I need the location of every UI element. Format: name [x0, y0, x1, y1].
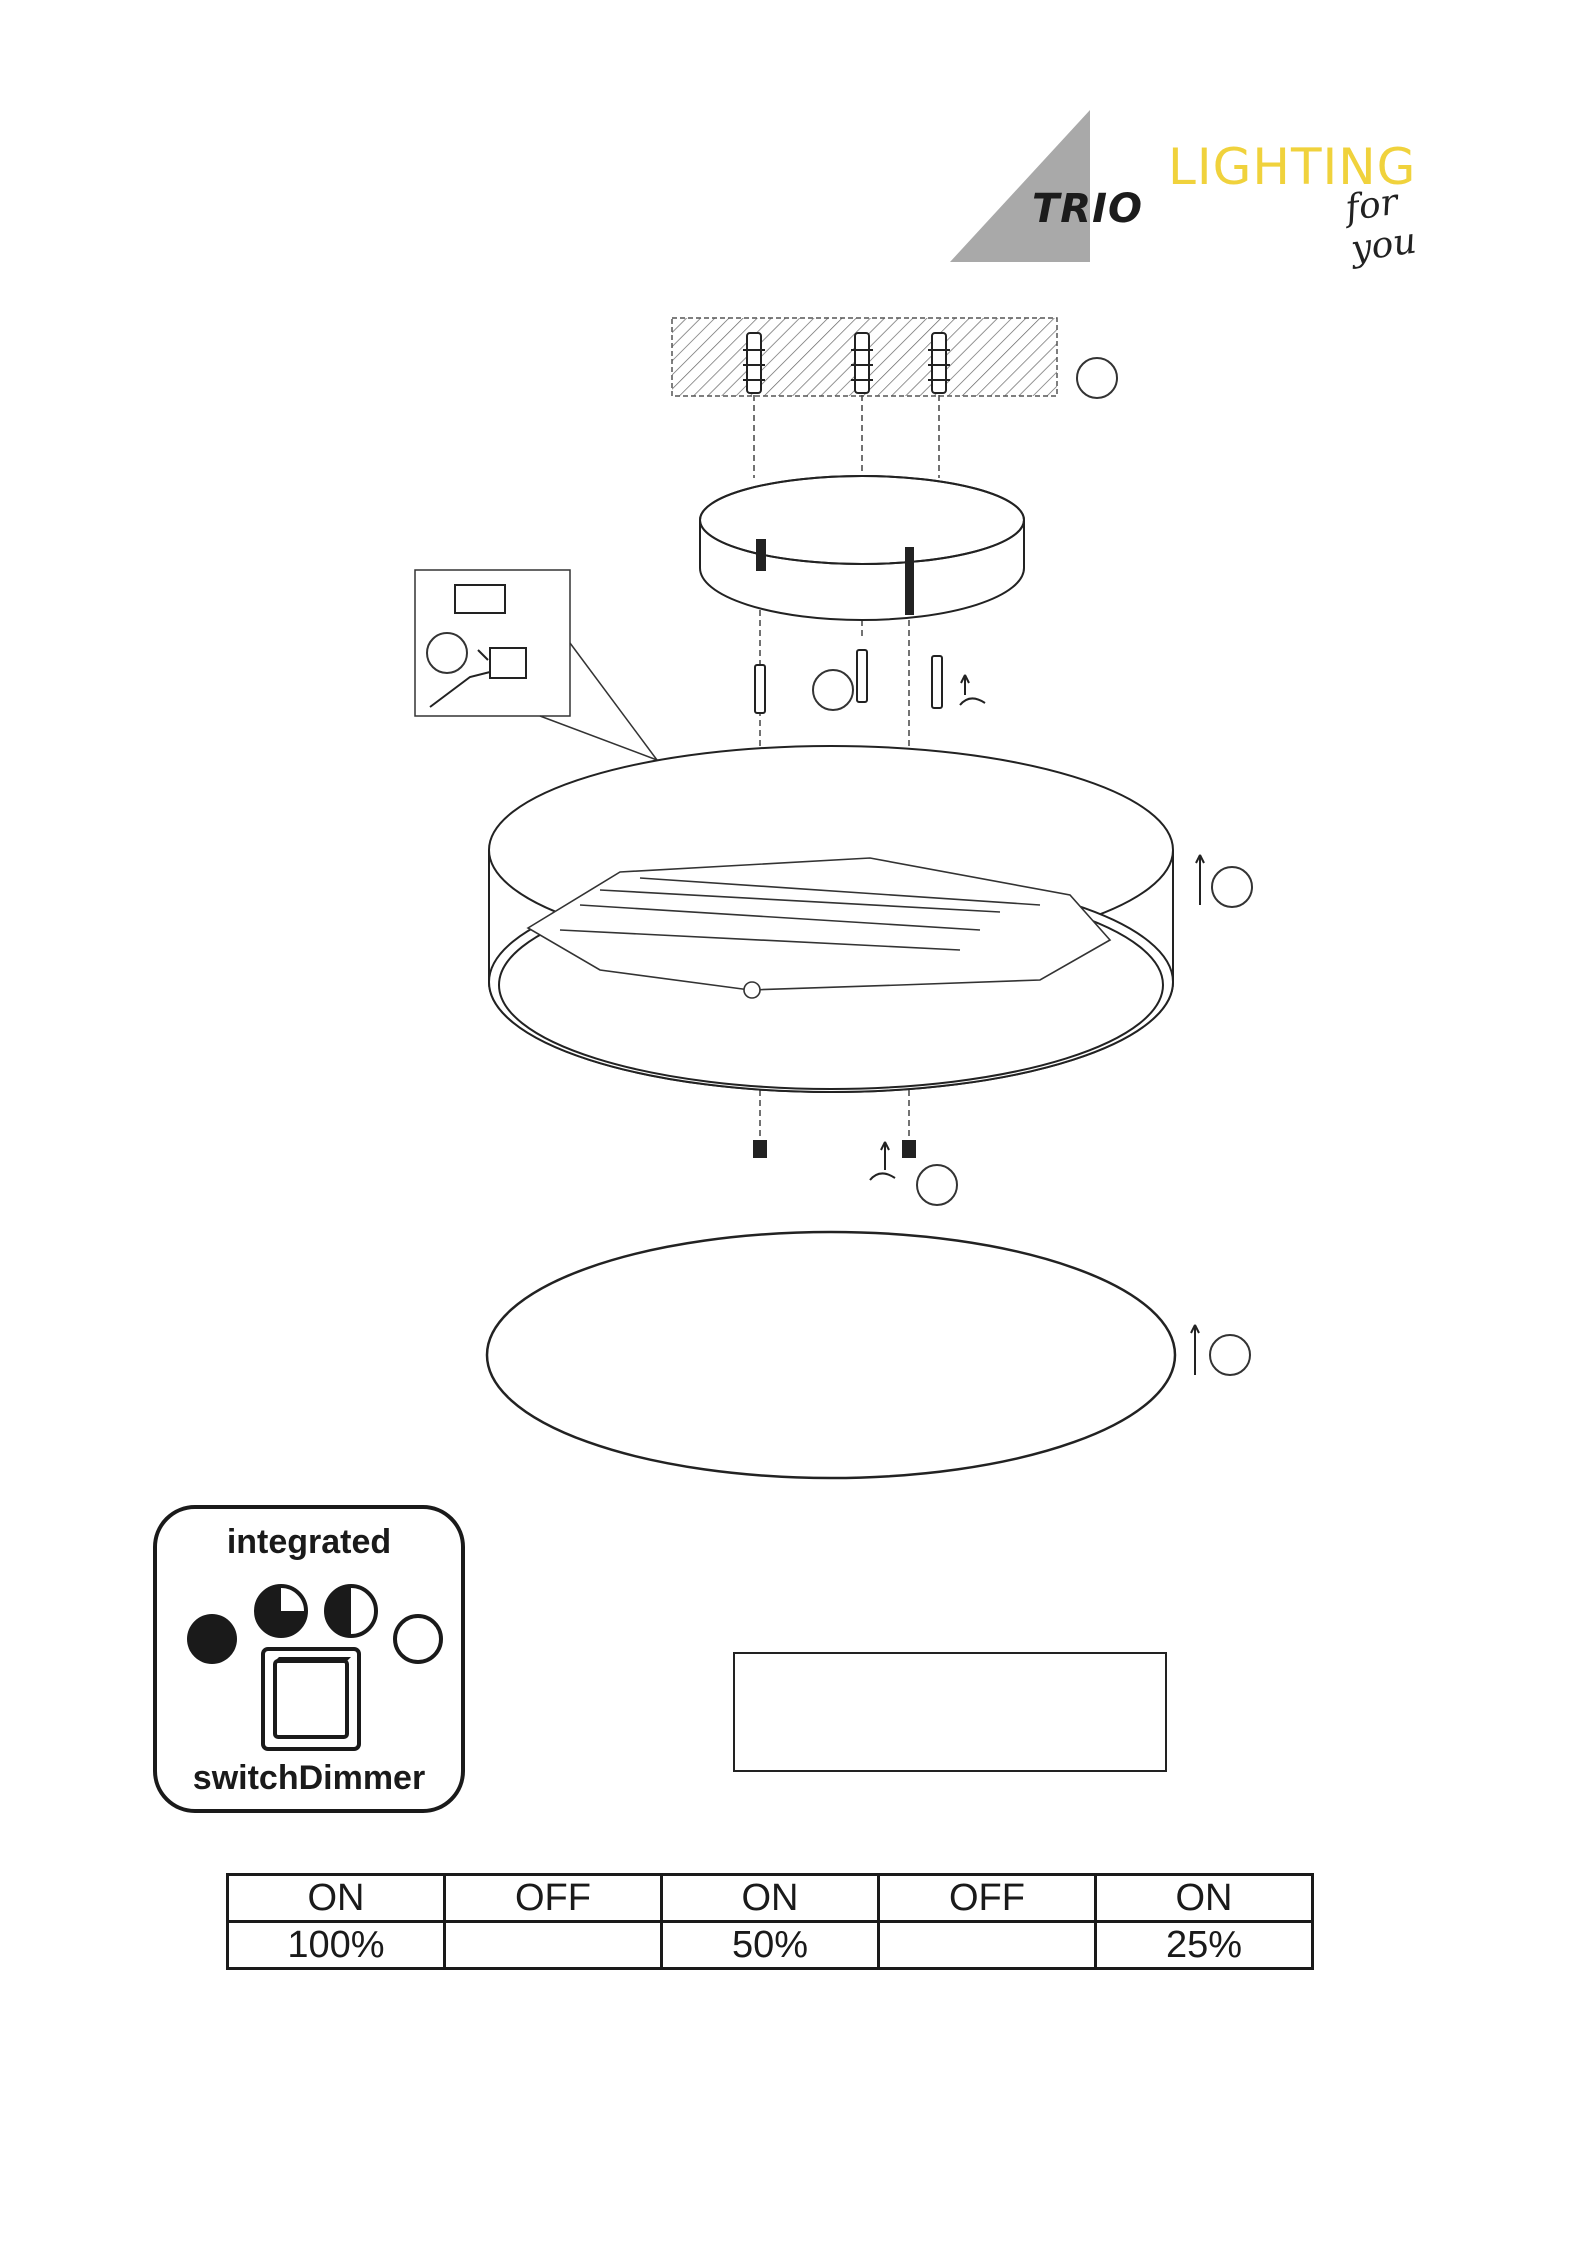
three-quarter-circle-icon: [256, 1586, 306, 1636]
table-cell: ON: [1096, 1875, 1313, 1922]
table-cell: 100%: [228, 1922, 445, 1969]
table-cell: [445, 1922, 662, 1969]
table-row: ON OFF ON OFF ON: [228, 1875, 1313, 1922]
badge-bottom-text: switchDimmer: [157, 1759, 461, 1798]
table-cell: ON: [662, 1875, 879, 1922]
table-cell: OFF: [879, 1875, 1096, 1922]
ceiling-lamp-assembly-icon: [380, 300, 1280, 1480]
full-circle-icon: [187, 1614, 237, 1664]
empty-circle-icon: [395, 1616, 441, 1662]
table-cell: [879, 1922, 1096, 1969]
table-cell: OFF: [445, 1875, 662, 1922]
table-cell: 25%: [1096, 1922, 1313, 1969]
wall-switch-icon: [263, 1649, 359, 1749]
table-cell: ON: [228, 1875, 445, 1922]
diffuser-cover: [487, 1232, 1175, 1478]
trio-lighting-logo: TRIO LIGHTING for you: [950, 100, 1470, 270]
canopy: [700, 476, 1024, 620]
logo-brand-text: TRIO: [1032, 186, 1143, 232]
table-row: 100% 50% 25%: [228, 1922, 1313, 1969]
table-cell: 50%: [662, 1922, 879, 1969]
nut-icon: [753, 1140, 916, 1158]
connector-inset: [415, 570, 657, 760]
dimming-table: ON OFF ON OFF ON 100% 50% 25%: [226, 1873, 1314, 1970]
logo-tagline-text: for you: [1343, 172, 1475, 270]
half-circle-icon: [326, 1586, 376, 1636]
label-box: [733, 1652, 1167, 1772]
assembly-drawing: [380, 300, 1280, 1480]
integrated-switchdimmer-badge: integrated switchDimmer: [153, 1505, 465, 1813]
